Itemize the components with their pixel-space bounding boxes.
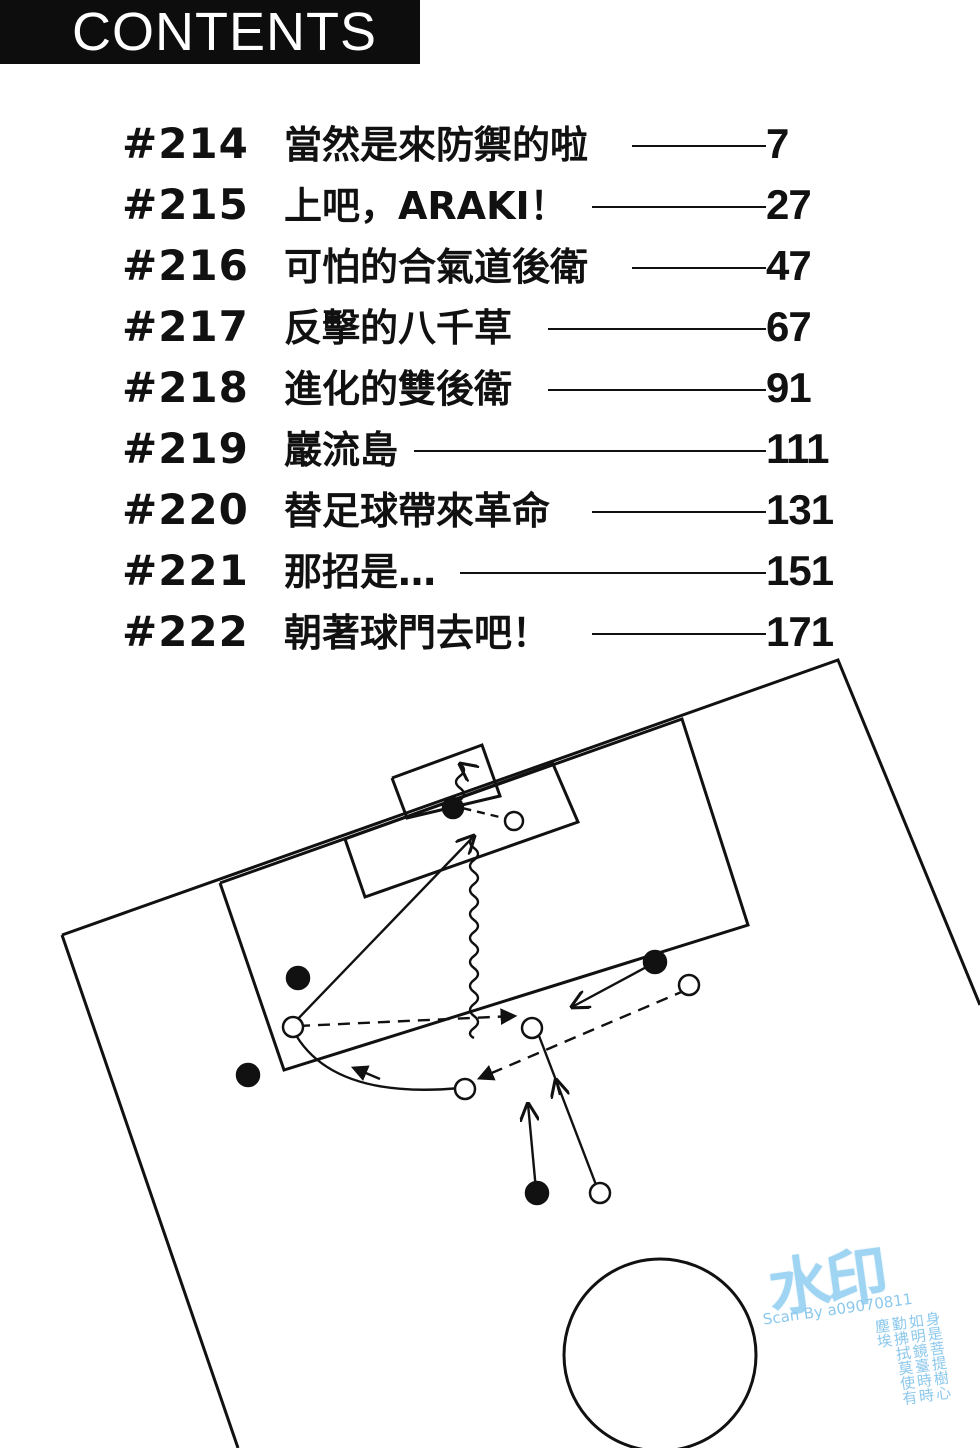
chapter-page: 111	[766, 425, 829, 472]
attacker-dot	[281, 1015, 305, 1039]
run-arrow-head	[556, 1080, 560, 1095]
chapter-number: #222	[122, 607, 249, 656]
center-circle	[562, 1257, 758, 1448]
chapter-page: 7	[766, 120, 789, 167]
dashed-pass-arrow	[297, 1008, 518, 1028]
watermark: 水印 Scan By a09070811 身是菩提樹心如明鏡臺時時勤拂拭莫使有塵…	[752, 1216, 958, 1439]
toc-row-218[interactable]: #218 進化的雙後衛 91	[0, 362, 980, 422]
leader-line	[548, 328, 766, 330]
chapter-title: 替足球帶來革命	[284, 489, 551, 533]
field-left-sideline	[60, 934, 240, 1448]
chapter-page: 27	[766, 181, 812, 228]
chapter-page: 171	[766, 608, 834, 655]
chapter-number: #219	[122, 424, 249, 473]
chapter-title: 反擊的八千草	[284, 306, 513, 350]
chapter-number: #215	[122, 180, 249, 229]
toc-row-221[interactable]: #221 那招是… 151	[0, 545, 980, 605]
leader-line	[414, 450, 766, 452]
leader-line	[592, 511, 766, 513]
chapter-number: #214	[122, 119, 249, 168]
chapter-title: 進化的雙後衛	[284, 367, 513, 411]
chapter-number: #216	[122, 241, 249, 290]
leader-line	[548, 389, 766, 391]
pass-arrow	[292, 836, 474, 1025]
attacker-dot	[677, 973, 701, 997]
chapter-title: 那招是…	[284, 550, 437, 594]
toc-row-214[interactable]: #214 當然是來防禦的啦 7	[0, 118, 980, 178]
toc-row-219[interactable]: #219 巖流島 111	[0, 423, 980, 483]
defender-dot	[285, 965, 311, 991]
chapter-title: 可怕的合氣道後衛	[284, 245, 589, 289]
run-arrow	[534, 1027, 600, 1191]
field-boundary-line	[61, 658, 980, 1006]
chapter-page: 47	[766, 242, 812, 289]
run-arrow	[528, 1104, 536, 1191]
curved-run-arrow	[291, 1029, 461, 1091]
chapter-number: #220	[122, 485, 249, 534]
toc-row-215[interactable]: #215 上吧，ARAKI！ 27	[0, 179, 980, 239]
chapter-title: 當然是來防禦的啦	[284, 123, 589, 167]
run-arrow-head	[350, 1065, 381, 1081]
contents-header: CONTENTS	[0, 0, 420, 64]
attacker-dot	[453, 1077, 477, 1101]
run-arrow	[572, 962, 653, 1007]
toc-row-222[interactable]: #222 朝著球門去吧！ 171	[0, 606, 980, 666]
goal-line	[390, 743, 502, 820]
attacker-dot	[588, 1181, 612, 1205]
defender-dot	[642, 949, 668, 975]
leader-line	[592, 206, 766, 208]
dribble-line	[454, 764, 464, 801]
attacker-dot	[503, 810, 525, 832]
chapter-page: 131	[766, 486, 834, 533]
chapter-page: 67	[766, 303, 812, 350]
dashed-pass-arrow	[461, 806, 513, 822]
toc-row-217[interactable]: #217 反擊的八千草 67	[0, 301, 980, 361]
attacker-dot	[520, 1016, 544, 1040]
leader-line	[460, 572, 766, 574]
chapter-number: #221	[122, 546, 249, 595]
chapter-title: 朝著球門去吧！	[284, 611, 551, 655]
leader-line	[592, 633, 766, 635]
chapter-number: #218	[122, 363, 249, 412]
defender-dot	[524, 1180, 550, 1206]
watermark-poem: 身是菩提樹心如明鏡臺時時勤拂拭莫使有塵埃	[871, 1309, 953, 1407]
toc-row-216[interactable]: #216 可怕的合氣道後衛 47	[0, 240, 980, 300]
chapter-title: 上吧，ARAKI！	[284, 184, 568, 228]
contents-title: CONTENTS	[72, 2, 377, 62]
toc-row-220[interactable]: #220 替足球帶來革命 131	[0, 484, 980, 544]
goal-area-line	[343, 762, 581, 899]
leader-line	[632, 145, 766, 147]
dribble-line	[468, 835, 480, 1040]
dashed-pass-arrow	[476, 988, 687, 1081]
chapter-page: 91	[766, 364, 812, 411]
chapter-title: 巖流島	[284, 428, 399, 472]
soccer-play-diagram	[60, 658, 980, 1448]
chapter-number: #217	[122, 302, 249, 351]
defender-dot	[441, 796, 465, 820]
table-of-contents: #214 當然是來防禦的啦 7 #215 上吧，ARAKI！ 27 #216 可…	[0, 0, 980, 680]
leader-line	[632, 267, 766, 269]
chapter-page: 151	[766, 547, 834, 594]
defender-dot	[235, 1062, 261, 1088]
